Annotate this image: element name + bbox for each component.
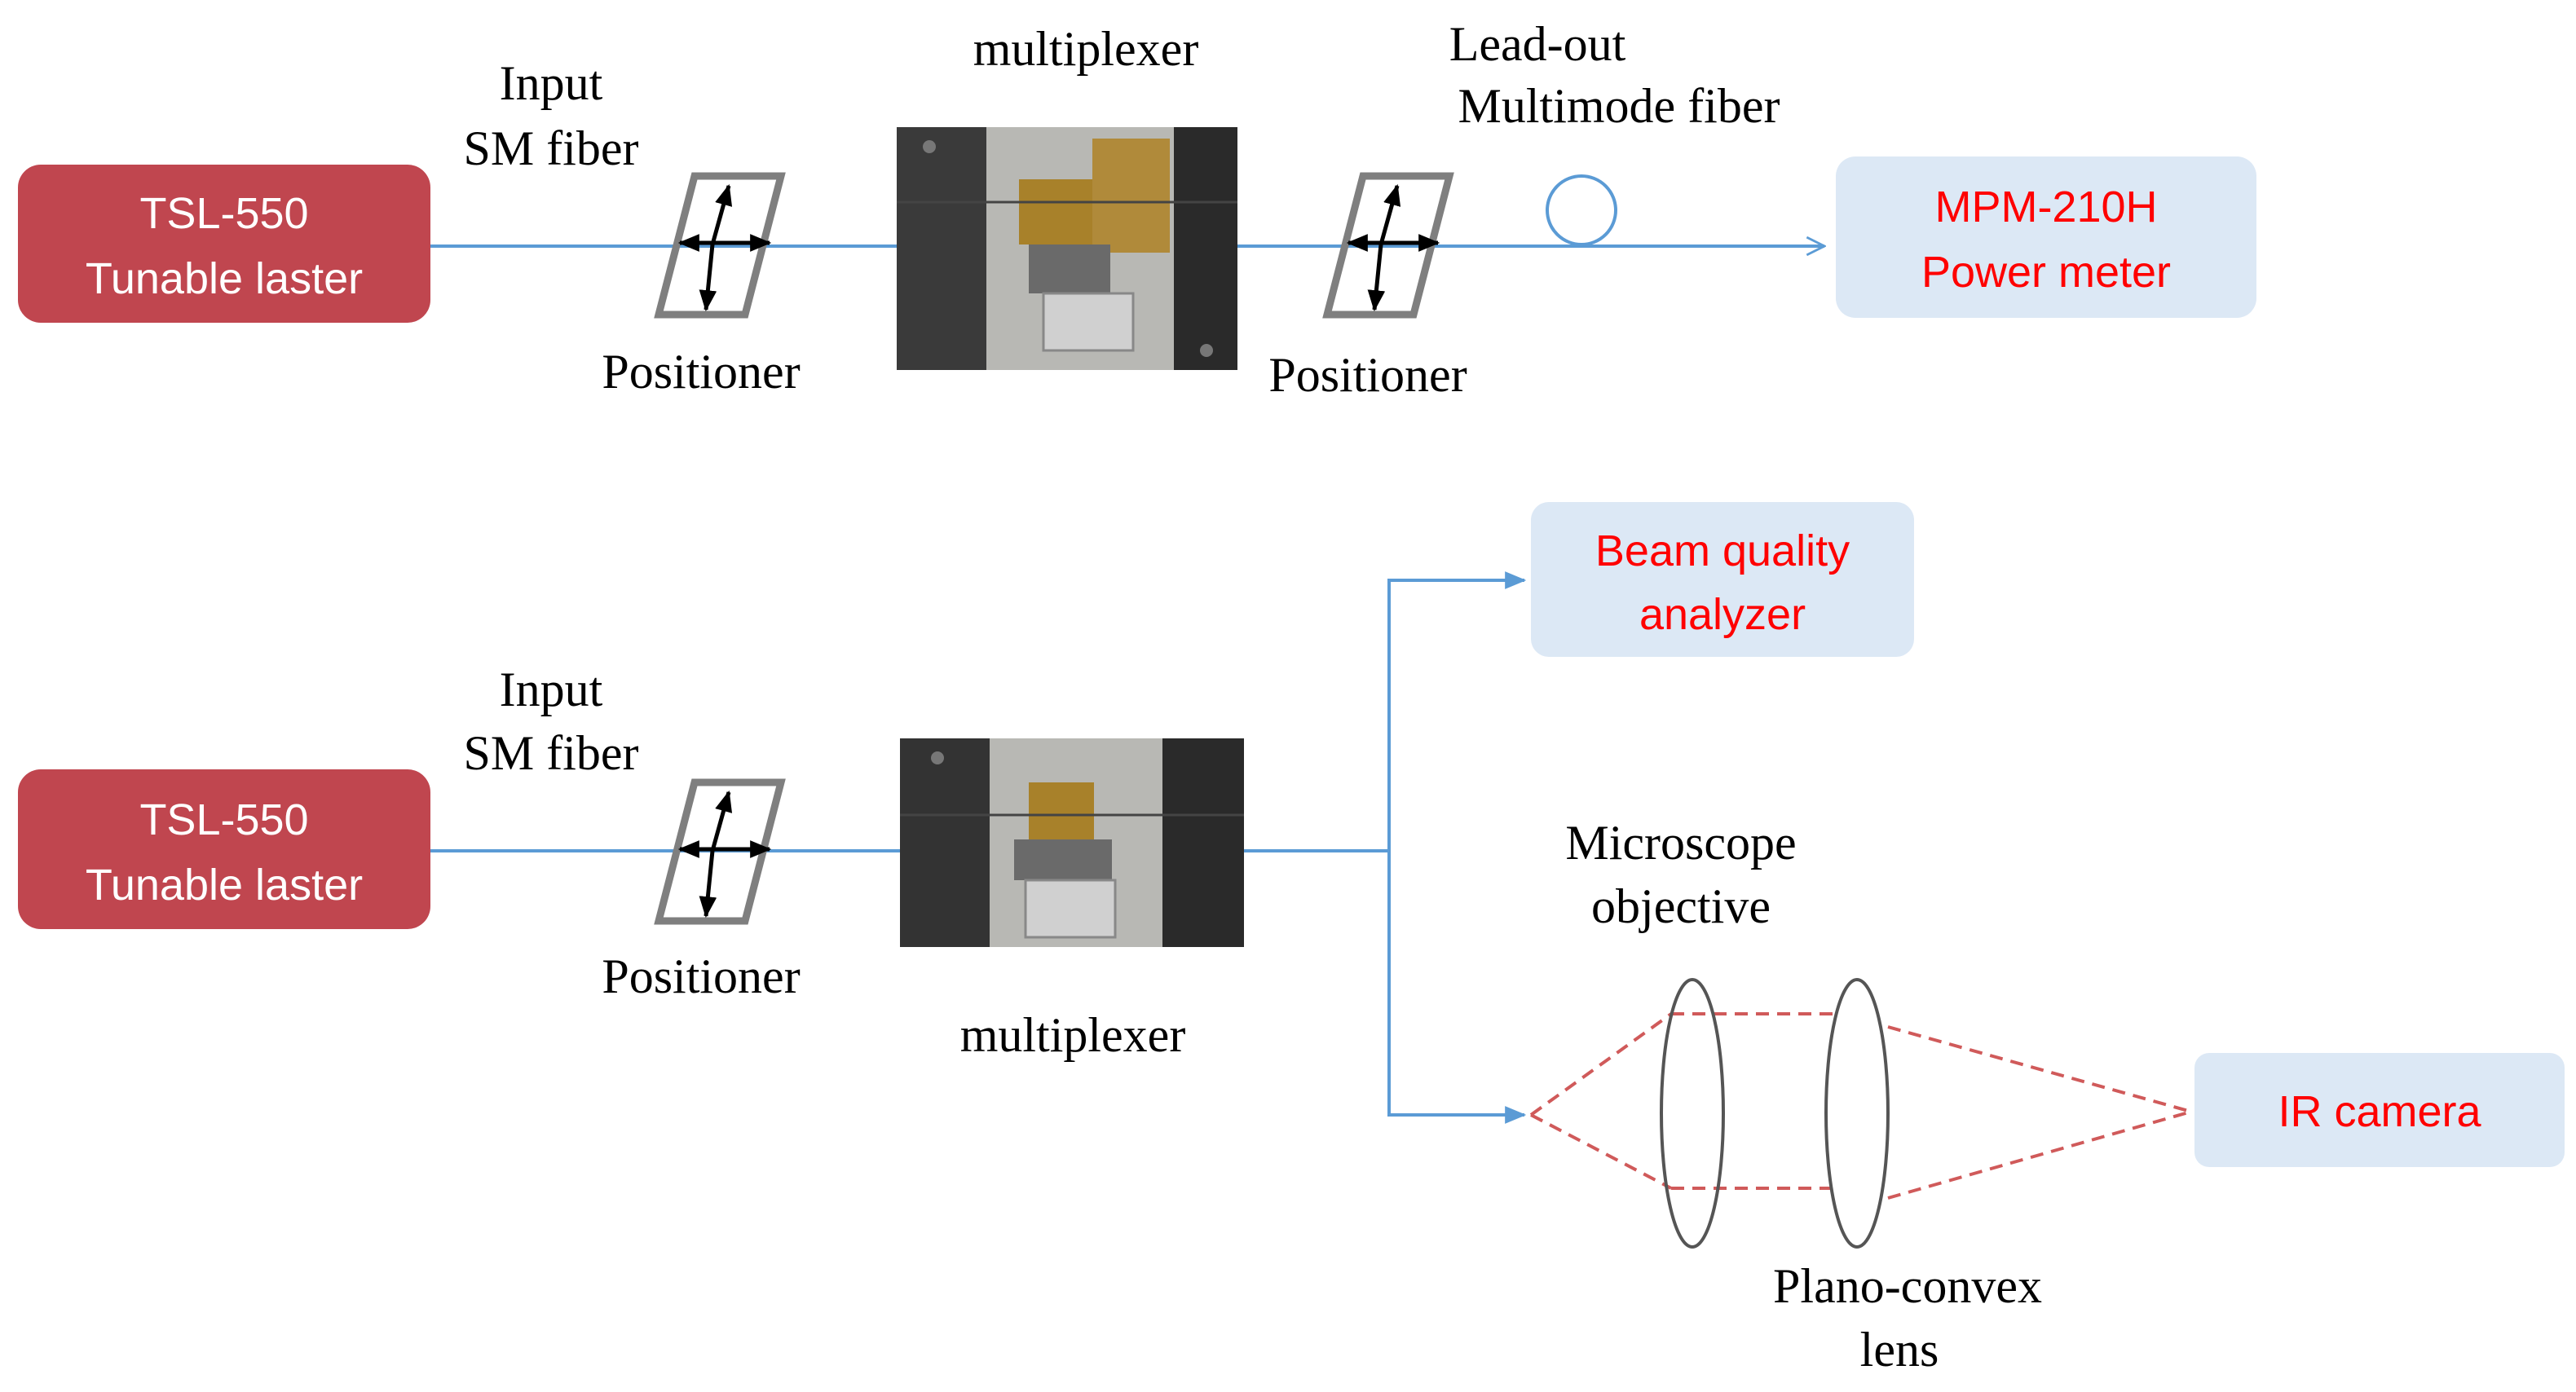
bottom-positioner-icon	[654, 778, 786, 925]
top-input-fiber-label-1: Input	[500, 56, 603, 110]
top-positioner-1-label: Positioner	[602, 345, 800, 399]
microscope-label-2: objective	[1591, 879, 1771, 933]
bottom-multiplexer-photo	[900, 738, 1244, 947]
plano-convex-lens-icon	[1824, 978, 1890, 1249]
bottom-laser-box: TSL-550 Tunable laster	[18, 769, 430, 929]
plano-convex-label-2: lens	[1860, 1323, 1939, 1377]
top-laser-box: TSL-550 Tunable laster	[18, 165, 430, 323]
imaging-beam-path	[1529, 1012, 2192, 1200]
bottom-row: TSL-550 Tunable laster Input SM fiber Po…	[18, 502, 2565, 1377]
bottom-laser-label-1: TSL-550	[139, 795, 308, 844]
plano-convex-label-1: Plano-convex	[1773, 1259, 2042, 1313]
leadout-label-1: Lead-out	[1449, 17, 1626, 71]
bottom-input-fiber-label-2: SM fiber	[464, 726, 639, 780]
top-positioner-2-label: Positioner	[1268, 348, 1467, 402]
leadout-label-2: Multimode fiber	[1458, 79, 1780, 133]
top-laser-label-1: TSL-550	[139, 189, 308, 238]
beam-to-objective	[1387, 851, 1527, 1124]
top-row: TSL-550 Tunable laster Input SM fiber Po…	[18, 17, 2256, 402]
beam-analyzer-box: Beam quality analyzer	[1531, 502, 1914, 657]
multimode-fiber-coil-icon	[1546, 174, 1617, 246]
power-meter-box: MPM-210H Power meter	[1836, 156, 2256, 318]
bottom-input-fiber-label-1: Input	[500, 663, 603, 716]
ir-camera-box: IR camera	[2194, 1053, 2565, 1167]
microscope-objective-lens-icon	[1660, 978, 1725, 1249]
top-positioner-1-icon	[654, 172, 786, 319]
top-multiplexer-label: multiplexer	[973, 22, 1199, 76]
top-multiplexer-photo	[897, 127, 1237, 370]
top-input-fiber-label-2: SM fiber	[464, 121, 639, 175]
beam-analyzer-label-1: Beam quality	[1595, 526, 1850, 575]
bottom-laser-label-2: Tunable laster	[86, 861, 363, 910]
top-laser-label-2: Tunable laster	[86, 254, 363, 303]
ir-camera-label: IR camera	[2278, 1087, 2481, 1136]
top-positioner-2-icon	[1322, 172, 1454, 319]
bottom-multiplexer-label: multiplexer	[960, 1008, 1186, 1062]
power-meter-label-1: MPM-210H	[1934, 183, 2157, 231]
microscope-label-1: Microscope	[1565, 816, 1796, 870]
beam-analyzer-label-2: analyzer	[1639, 590, 1806, 639]
bottom-positioner-label: Positioner	[602, 949, 800, 1003]
power-meter-label-2: Power meter	[1921, 248, 2171, 297]
beam-to-analyzer	[1387, 571, 1527, 851]
